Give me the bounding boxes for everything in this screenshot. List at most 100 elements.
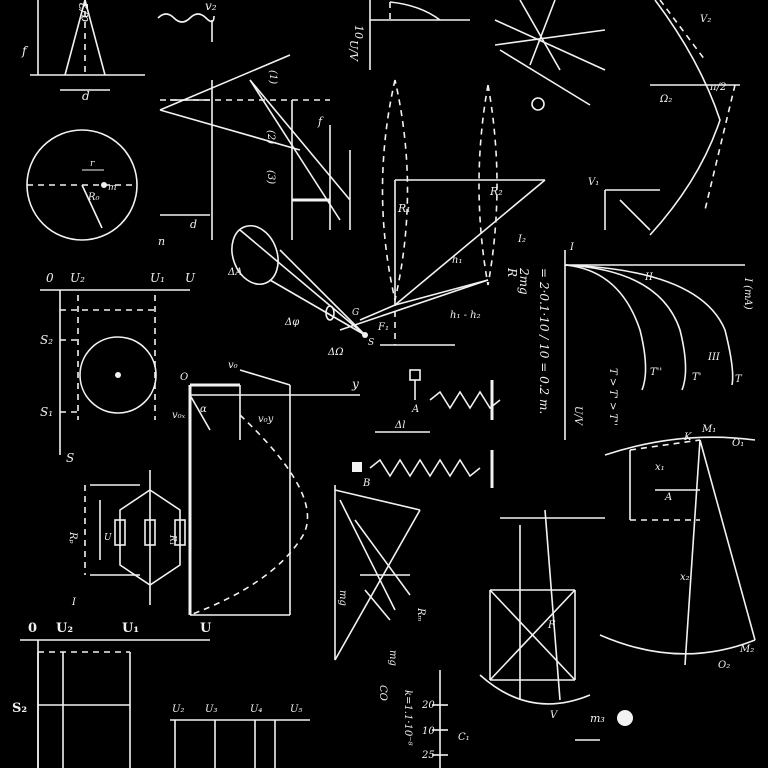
u2-bot-label: U₂ [56, 621, 73, 636]
delta-omega-label: ΔΩ [327, 347, 344, 358]
delta-l-label: Δl [394, 420, 405, 431]
u2-small-label: U₂ [172, 704, 184, 715]
m-small-label: m [108, 183, 117, 193]
x2-label: x₂ [680, 572, 690, 583]
mg2-label: mg [387, 650, 398, 666]
u5-small-label: U₅ [290, 704, 302, 715]
top-right-intersecting-lines [494, 0, 606, 111]
rm-label: Rₘ [415, 607, 426, 622]
ray2-label: (2) [265, 130, 276, 144]
s2-left-label: S₂ [40, 333, 53, 347]
v2-label: v₂ [205, 0, 217, 13]
r1-label: R₁ [397, 202, 411, 215]
k-label: K [683, 432, 692, 443]
r1-circ-label: R₁ [167, 534, 177, 545]
u-circ-label: U [104, 533, 112, 543]
twentyfive-label: 25 [421, 750, 435, 761]
spring-diagram: A B Δl [352, 369, 501, 489]
v2-right-label: V₂ [700, 14, 711, 25]
delta-a-label: ΔA [227, 267, 242, 278]
g-label: G [352, 308, 359, 318]
pi-half-label: π/2 [709, 82, 726, 93]
parabola-velocity-diagram: V₂ π/2 V₁ Ω₂ [588, 0, 740, 236]
m2-label: M₂ [739, 644, 754, 655]
a-spring-label: A [411, 404, 419, 415]
u1-bot-label: U₁ [122, 621, 139, 636]
n-label: n [158, 235, 165, 248]
ray-reflection-diagram: (1) (2) (3) n d f [158, 54, 351, 248]
v1-label: V₁ [588, 177, 599, 188]
inclined-plane-forces: mg mg Rₘ CO [334, 485, 426, 701]
t1-label: T'' [650, 367, 662, 378]
alpha-half-label: α/2 [77, 2, 91, 22]
m3-mass: m₃ [575, 710, 633, 741]
v0y-label: v₀y [258, 414, 274, 425]
uv-top-label: U/V [347, 40, 360, 62]
twenty-label: 20 [421, 700, 435, 711]
ten-top-label: 10 [352, 25, 365, 39]
formula-eq: = 2·0.1·10 / 10 = 0.2 m. [537, 268, 551, 414]
d-mid-label: d [190, 218, 197, 231]
s1-left-label: S₁ [40, 405, 53, 419]
b-spring-label: B [362, 478, 370, 489]
mirror-arc-diagram: M₁ M₂ O₁ O₂ K A x₁ x₂ [599, 424, 756, 671]
f-mid-label: f [317, 115, 324, 128]
x1-label: x₁ [655, 462, 665, 473]
roman2-label: II [644, 272, 654, 283]
u1-left-label: U₁ [150, 271, 165, 285]
top-uv-graph: 10 U/V [347, 0, 470, 70]
circuit-diagram: Rₚ R₁ U I [67, 470, 186, 608]
s-left-label: S [66, 451, 74, 465]
optical-ray-diagram: F V [479, 509, 605, 721]
o-left-label: 0 [46, 271, 54, 285]
o2-label: O₂ [718, 660, 730, 671]
ray3-label: (3) [265, 170, 276, 184]
m1-label: M₁ [701, 424, 716, 435]
rp-label: Rₚ [67, 531, 78, 544]
co-label: CO [377, 685, 388, 701]
o1-label: O₁ [732, 438, 744, 449]
wavy-line: v₂ [157, 0, 217, 42]
formula-2mg: 2mg [517, 267, 531, 295]
iu-curves: I (mA) U/V T > T' > T'' T'' T' T I II II… [564, 242, 753, 440]
i-circ-label: I [71, 597, 77, 608]
v-bot-label: V [550, 710, 559, 721]
r-small-label: r [90, 159, 95, 169]
solid-angle-cone: ΔA Δφ ΔΩ G S [227, 225, 374, 358]
u-left-label: U [185, 271, 196, 285]
v0-label: v₀ [228, 360, 238, 371]
f1-label: F₁ [377, 322, 389, 333]
m3-label: m₃ [590, 712, 605, 725]
a-right-label: A [664, 492, 672, 503]
lens-diagram: R₁ R₂ I₂ h₁ h₁ - h₂ F₁ [339, 79, 546, 346]
ray1-label: (1) [267, 70, 278, 84]
y-axis-label: y [351, 377, 359, 391]
projectile-wall-diagram: α v₀ v₀ₓ v₀y y O [172, 360, 360, 616]
bottom-scale: k=1.1·10⁻⁸ 20 10 25 C₁ [402, 670, 470, 768]
c-label: C₁ [458, 732, 470, 743]
bottom-us-graph: 0 U₂ U₁ U S₂ [12, 621, 212, 768]
uv-right-label: U/V [572, 406, 583, 427]
roman3-label: III [707, 352, 721, 363]
u3-small-label: U₃ [205, 704, 217, 715]
u-bot-label: U [200, 621, 212, 636]
delta-phi-label: Δφ [284, 317, 299, 328]
alpha-mid-label: α [200, 404, 207, 415]
formula-r: R [505, 267, 519, 277]
f-right-label: F [547, 620, 556, 631]
s-label: S [368, 338, 374, 348]
s2-bot-label: S₂ [12, 701, 27, 716]
o-bot-label: 0 [28, 621, 37, 636]
bottom-small-u-graph: U₂ U₃ U₄ U₅ [170, 704, 310, 768]
temps-label: T > T' > T'' [607, 368, 618, 426]
ten-b-label: 10 [422, 726, 435, 737]
h1h2-label: h₁ - h₂ [450, 310, 481, 321]
t3-label: T [735, 374, 743, 385]
i2-label: I₂ [517, 234, 526, 245]
t2-label: T' [692, 372, 701, 383]
roman1-label: I [569, 242, 575, 253]
v0x-label: v₀ₓ [172, 410, 186, 421]
r0-label: R₀ [87, 192, 100, 203]
